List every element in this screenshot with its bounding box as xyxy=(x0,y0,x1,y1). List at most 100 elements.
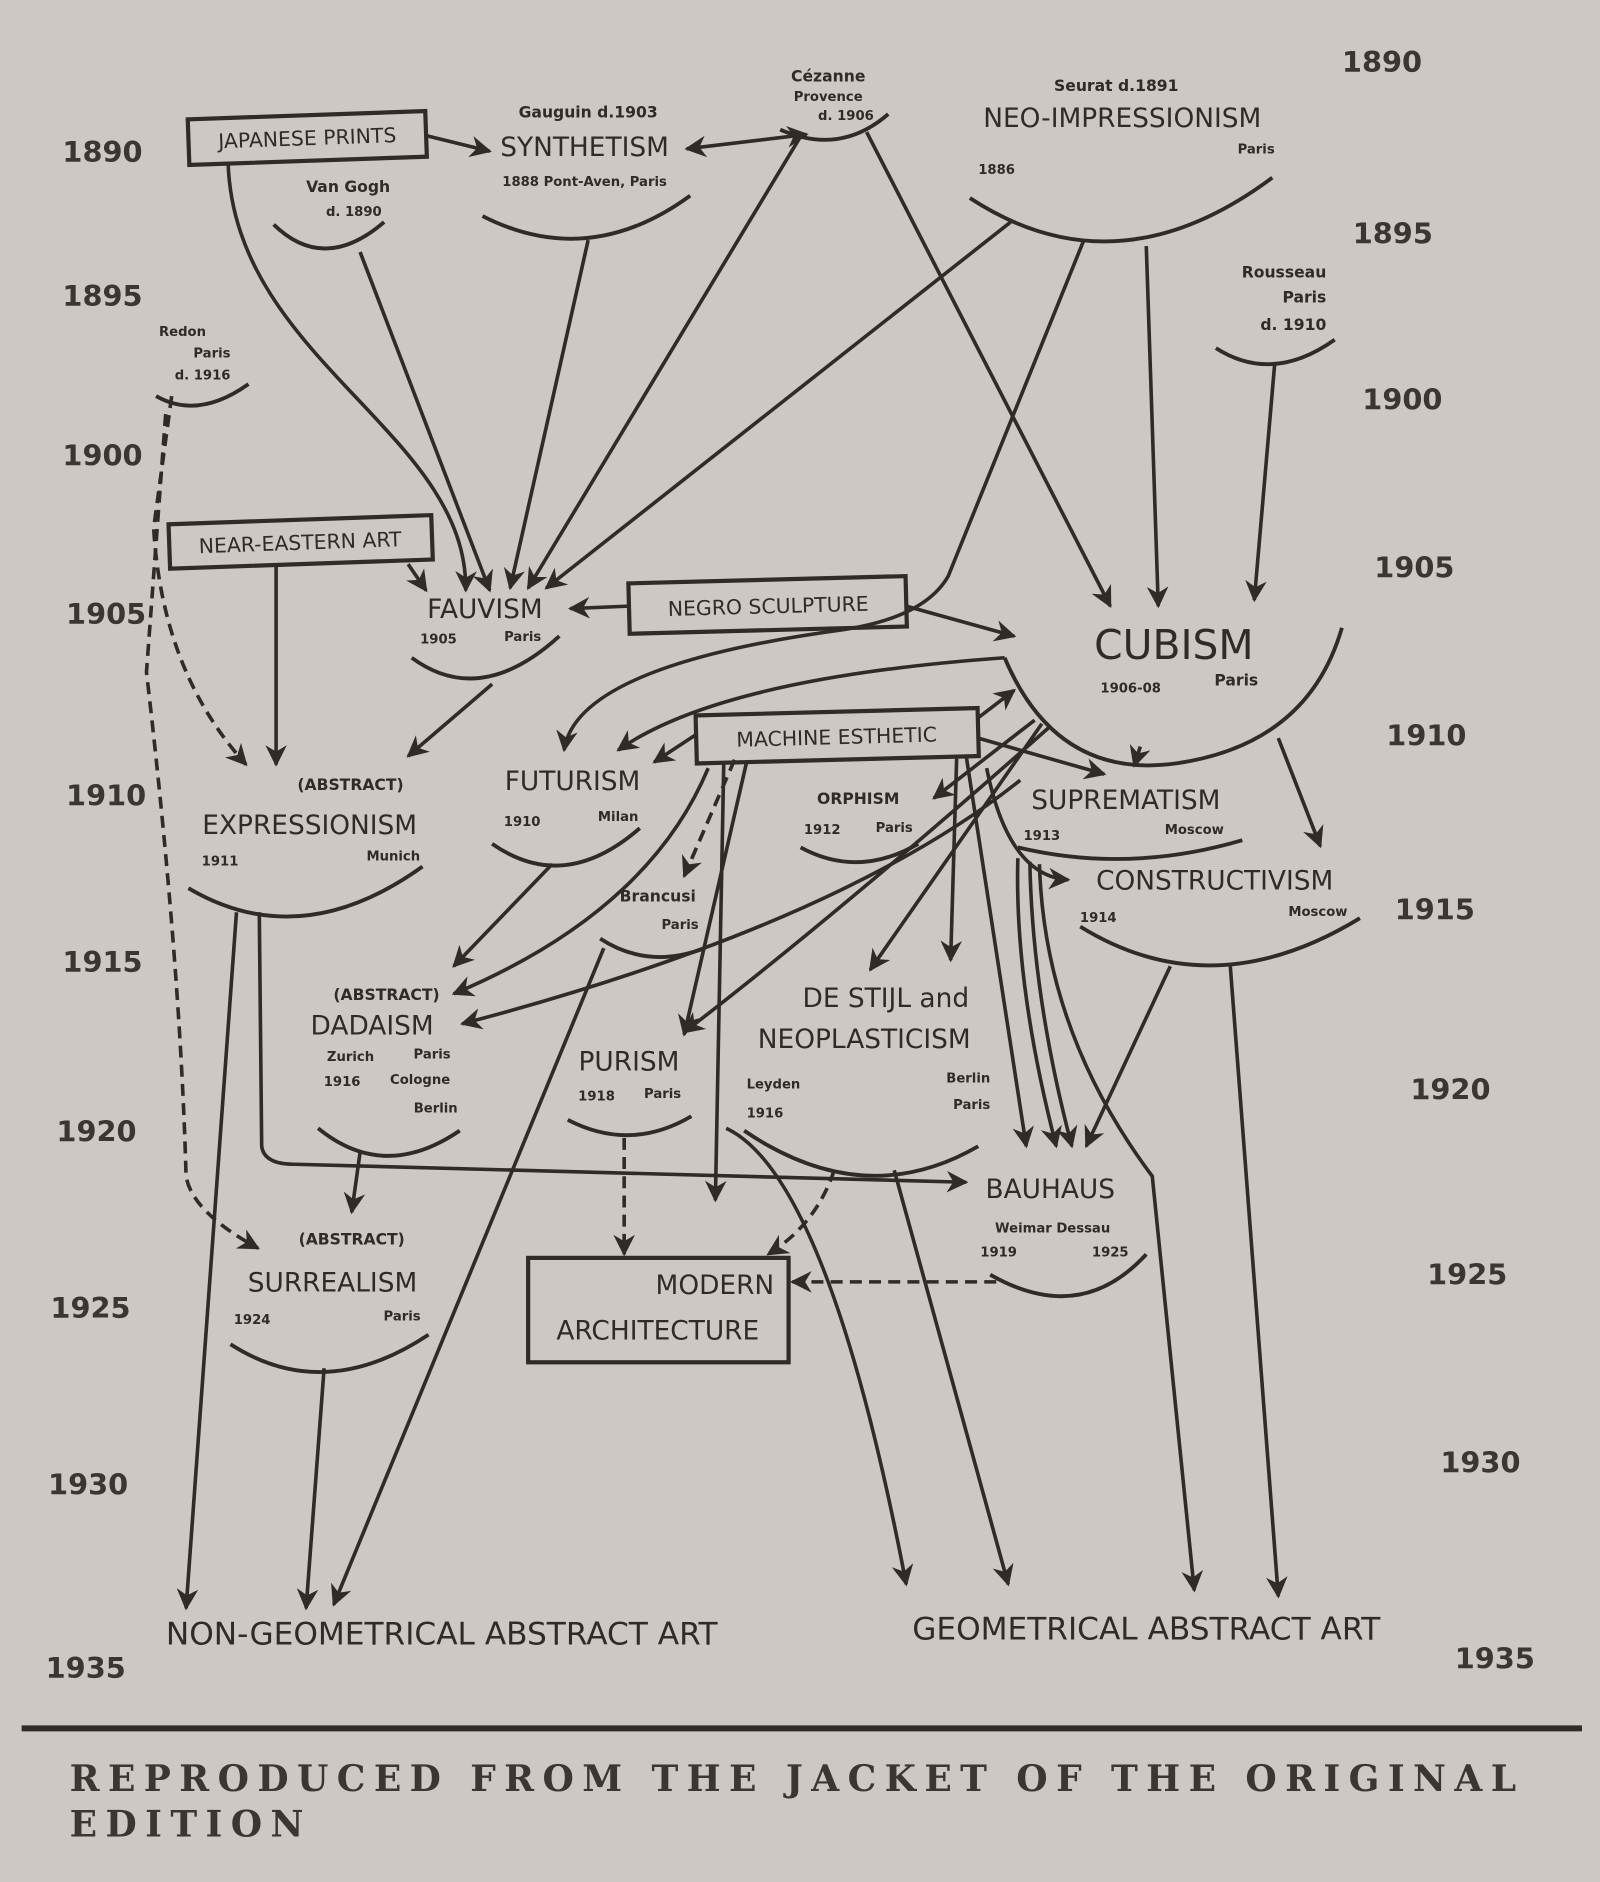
node-futurism: FUTURISM 1910 Milan xyxy=(491,766,642,868)
movement-place: Paris xyxy=(414,1048,451,1063)
movement-name: NEOPLASTICISM xyxy=(758,1024,971,1055)
influence-arrow xyxy=(1084,965,1172,1149)
artist-label: Paris xyxy=(661,918,698,933)
artist-label: d. 1910 xyxy=(1260,316,1326,334)
influence-arrow xyxy=(544,220,1012,590)
movement-name: SURREALISM xyxy=(248,1267,417,1298)
movement-year: 1918 xyxy=(578,1090,615,1105)
year-label: 1890 xyxy=(1342,45,1422,79)
influence-arrow xyxy=(526,133,804,590)
artist-label: Seurat d.1891 xyxy=(1054,77,1179,95)
influence-arrow xyxy=(1245,363,1277,603)
year-label: 1915 xyxy=(62,945,142,979)
movement-name: SUPREMATISM xyxy=(1031,785,1220,816)
movement-name: EXPRESSIONISM xyxy=(202,810,417,841)
node-cezanne: Cézanne Provence d. 1906 xyxy=(779,68,890,142)
artist-label: d. 1906 xyxy=(818,109,874,124)
influence-arrow xyxy=(1129,743,1151,768)
influence-arrow xyxy=(460,778,1022,1030)
movement-place: Berlin xyxy=(414,1102,458,1117)
node-arc xyxy=(968,176,1274,244)
box-label: JAPANESE PRINTS xyxy=(216,123,397,153)
movement-place: Paris xyxy=(644,1087,681,1102)
outcome-non-geometrical: NON-GEOMETRICAL ABSTRACT ART xyxy=(166,1616,719,1652)
influence-arrow xyxy=(406,682,494,758)
influence-arrow xyxy=(905,604,1017,642)
movement-name: SYNTHETISM xyxy=(500,132,669,163)
movement-year: 1925 xyxy=(1092,1246,1129,1261)
influence-arrow xyxy=(567,596,630,619)
year-label: 1905 xyxy=(66,597,146,631)
influence-arrow-dashed xyxy=(151,395,248,767)
movement-place: Leyden xyxy=(747,1078,801,1093)
influence-arrow xyxy=(226,161,477,593)
movement-year: 1906-08 xyxy=(1100,682,1161,697)
year-label: 1890 xyxy=(62,135,142,169)
year-label: 1900 xyxy=(1362,382,1442,416)
influence-arrow xyxy=(865,131,1112,609)
box-label: NEGRO SCULPTURE xyxy=(668,592,869,621)
movement-year: 1916 xyxy=(747,1106,784,1121)
year-label: 1935 xyxy=(1455,1641,1535,1675)
influence-arrow xyxy=(704,762,727,1203)
influence-arrow-dashed xyxy=(766,1169,836,1256)
influence-arrow xyxy=(932,718,1036,800)
influence-arrow xyxy=(1276,737,1324,849)
node-arc xyxy=(155,382,250,408)
caption-line: REPRODUCED FROM THE JACKET OF THE ORIGIN… xyxy=(70,1758,1525,1800)
year-label: 1895 xyxy=(62,279,142,313)
artist-label: Redon xyxy=(159,325,206,340)
influence-arrow xyxy=(1144,245,1169,609)
influence-arrow xyxy=(964,755,1034,1149)
influence-arrow xyxy=(892,1169,1014,1587)
box-label: ARCHITECTURE xyxy=(556,1315,759,1346)
artist-label: Provence xyxy=(794,90,863,105)
node-arc xyxy=(1079,916,1361,968)
box-label: MACHINE ESTHETIC xyxy=(736,723,937,752)
year-label: 1900 xyxy=(62,439,142,473)
influence-arrow xyxy=(684,126,809,158)
node-arc xyxy=(316,1126,461,1158)
artist-label: Paris xyxy=(1282,288,1326,306)
influence-arrow xyxy=(343,1151,366,1215)
artist-label: Rousseau xyxy=(1242,263,1327,281)
movement-year: 1924 xyxy=(234,1313,271,1328)
movement-year: 1905 xyxy=(420,632,457,647)
movement-name: ORPHISM xyxy=(817,790,899,808)
movement-prefix: (ABSTRACT) xyxy=(297,776,403,794)
box-modern-architecture: MODERN ARCHITECTURE xyxy=(526,1255,791,1365)
box-machine-esthetic: MACHINE ESTHETIC xyxy=(693,705,981,766)
box-label: NEAR-EASTERN ART xyxy=(198,527,402,558)
node-arc xyxy=(491,826,642,868)
movement-name: FAUVISM xyxy=(427,594,542,625)
influence-arrow xyxy=(977,736,1107,780)
node-neo-impressionism: Seurat d.1891 NEO-IMPRESSIONISM 1886 Par… xyxy=(968,77,1275,244)
influence-arrow xyxy=(331,947,606,1607)
movement-year: 1913 xyxy=(1023,829,1060,844)
movement-year: 1919 xyxy=(980,1246,1017,1261)
movement-name: BAUHAUS xyxy=(986,1174,1115,1205)
movement-year: 1912 xyxy=(804,823,841,838)
influence-arrow xyxy=(296,1368,326,1611)
movement-year: 1911 xyxy=(202,854,239,869)
influence-arrow xyxy=(358,251,493,593)
movement-place: Zurich xyxy=(327,1050,374,1065)
year-label: 1930 xyxy=(1440,1446,1520,1480)
node-gauguin: Gauguin d.1903 xyxy=(519,104,658,122)
movement-name: CONSTRUCTIVISM xyxy=(1096,865,1333,896)
influence-arrow xyxy=(451,767,710,997)
node-rousseau: Rousseau Paris d. 1910 xyxy=(1214,263,1336,367)
year-label: 1930 xyxy=(48,1467,128,1501)
node-arc xyxy=(1017,838,1243,861)
node-arc xyxy=(1214,338,1336,367)
node-surrealism: (ABSTRACT) SURREALISM 1924 Paris xyxy=(229,1231,430,1374)
movement-name: FUTURISM xyxy=(505,766,641,797)
artist-label: d. 1916 xyxy=(175,368,231,383)
movement-place: Weimar Dessau xyxy=(995,1222,1110,1237)
node-suprematism: SUPREMATISM 1913 Moscow xyxy=(1017,785,1243,861)
node-arc xyxy=(410,634,561,681)
node-arc xyxy=(989,1252,1148,1299)
node-arc xyxy=(229,1333,430,1374)
movement-place: Moscow xyxy=(1165,823,1224,838)
